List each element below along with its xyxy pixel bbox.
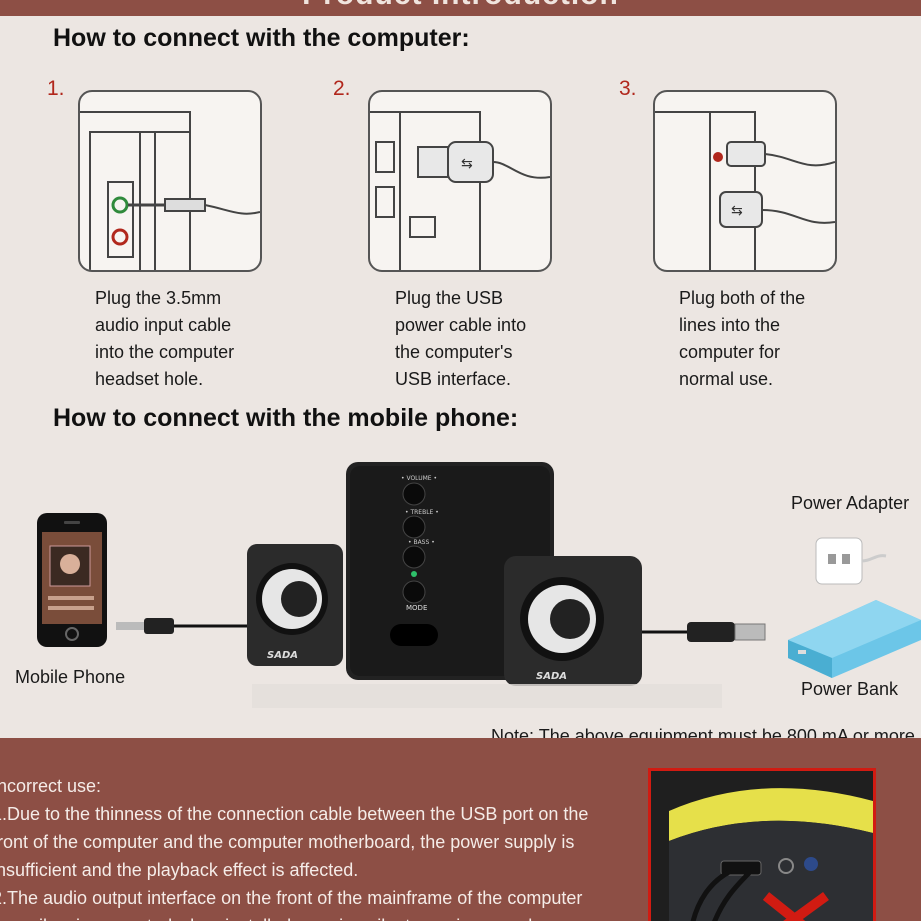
power-bank-label: Power Bank xyxy=(801,679,899,699)
top-banner: Product Introduction xyxy=(0,0,921,16)
incorrect-use-line: insufficient and the playback effect is … xyxy=(0,860,359,880)
incorrect-use-line: 2.The audio output interface on the fron… xyxy=(0,888,583,908)
step-1-number: 1. xyxy=(47,77,65,100)
step-1-caption: Plug the 3.5mm audio input cable into th… xyxy=(95,288,235,389)
both-cables-illustration-icon: ⇆ xyxy=(655,111,835,270)
incorrect-use-heading: Incorrect use: xyxy=(0,776,102,796)
power-bank-icon xyxy=(788,600,921,678)
step-1-illustration xyxy=(78,90,262,272)
svg-text:MODE: MODE xyxy=(406,604,427,612)
mobile-phone-icon xyxy=(37,513,107,647)
wrong-connection-icon xyxy=(651,771,873,921)
svg-text:⇆: ⇆ xyxy=(731,203,743,219)
step-3-caption: Plug both of the lines into the computer… xyxy=(679,288,806,389)
incorrect-use-text: Incorrect use: 1.Due to the thinness of … xyxy=(0,772,622,921)
computer-section-heading: How to connect with the computer: xyxy=(53,24,470,52)
audio-jack-illustration-icon xyxy=(80,111,260,270)
svg-text:• TREBLE •: • TREBLE • xyxy=(405,509,439,516)
svg-text:SADA: SADA xyxy=(536,671,567,682)
right-speaker: SADA xyxy=(504,556,642,686)
usb-port-illustration-icon: ⇆ xyxy=(370,111,550,270)
svg-text:• BASS •: • BASS • xyxy=(408,539,435,546)
left-speaker: SADA xyxy=(247,544,343,666)
step-3-illustration: ⇆ xyxy=(653,90,837,272)
power-adapter-label: Power Adapter xyxy=(791,493,910,513)
instructions-panel: How to connect with the computer: 1. Plu… xyxy=(0,16,921,746)
svg-text:⇆: ⇆ xyxy=(461,156,473,172)
phone-section-heading: How to connect with the mobile phone: xyxy=(53,404,519,432)
incorrect-use-photo xyxy=(648,768,876,921)
step-3-number: 3. xyxy=(619,77,637,100)
svg-text:SADA: SADA xyxy=(267,650,298,661)
incorrect-use-line: is easily misconnected when installed, c… xyxy=(0,912,622,921)
mobile-phone-label: Mobile Phone xyxy=(15,667,126,687)
svg-text:• VOLUME •: • VOLUME • xyxy=(401,475,437,482)
incorrect-use-section: Incorrect use: 1.Due to the thinness of … xyxy=(0,738,921,921)
power-adapter-icon xyxy=(815,537,887,585)
subwoofer: • VOLUME • • TREBLE • • BASS • MODE xyxy=(346,462,554,680)
step-2-illustration: ⇆ xyxy=(368,90,552,272)
incorrect-use-line: 1.Due to the thinness of the connection … xyxy=(0,804,589,824)
step-2-caption: Plug the USB power cable into the comput… xyxy=(395,288,527,389)
step-2-number: 2. xyxy=(333,77,351,100)
speaker-system-illustration: SADA • VOLUME • • TREBLE • • BASS • MODE… xyxy=(116,462,766,708)
incorrect-use-line: front of the computer and the computer m… xyxy=(0,832,575,852)
banner-title: Product Introduction xyxy=(0,0,921,12)
